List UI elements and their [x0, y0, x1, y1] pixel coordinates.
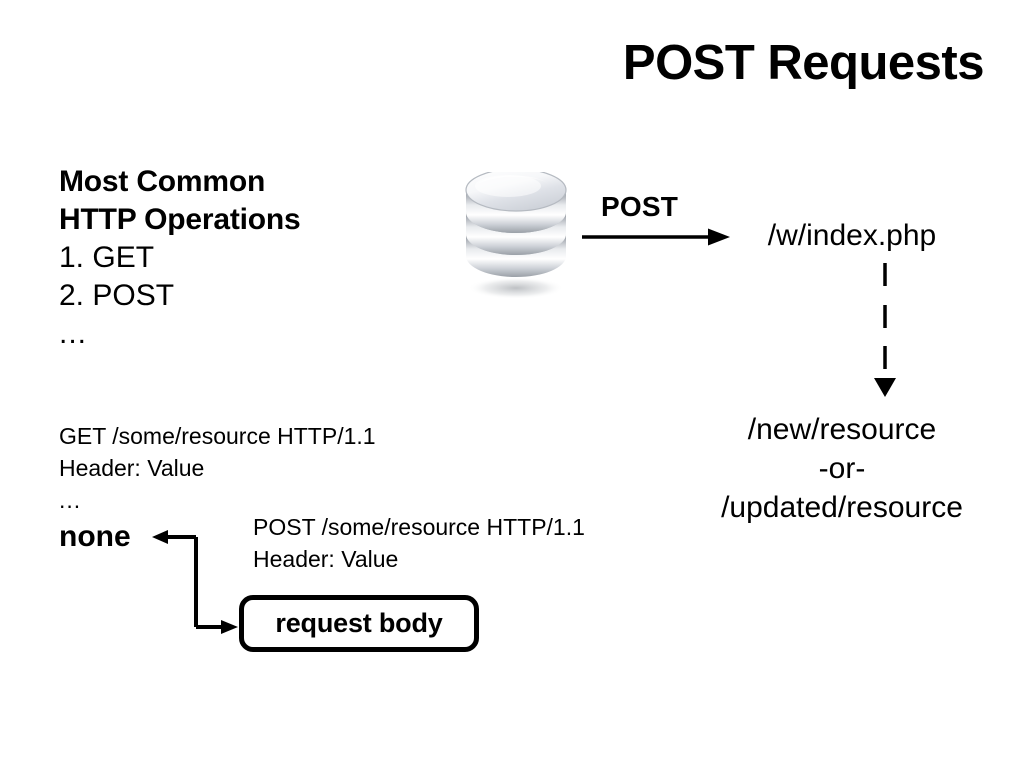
result-resource-block: /new/resource -or- /updated/resource	[672, 410, 1012, 527]
get-ellipsis: ...	[59, 487, 82, 513]
get-request-sample: GET /some/resource HTTP/1.1 Header: Valu…	[59, 420, 459, 516]
database-cylinder-icon	[465, 172, 567, 299]
bracket-connector-icon	[152, 530, 238, 634]
result-updated-resource: /updated/resource	[721, 491, 963, 524]
arrow-right-icon	[582, 228, 730, 246]
operations-item-post: 2. POST	[59, 279, 175, 312]
http-operations-block: Most Common HTTP Operations 1. GET 2. PO…	[59, 163, 439, 353]
endpoint-label: /w/index.php	[767, 219, 937, 252]
get-header-line: Header: Value	[59, 455, 205, 481]
operations-item-get: 1. GET	[59, 241, 155, 274]
request-body-label: request body	[275, 608, 443, 638]
operations-ellipsis: ...	[59, 317, 88, 350]
post-method-label: POST	[601, 191, 679, 222]
arrow-down-dashed-icon	[874, 263, 896, 397]
post-request-sample: POST /some/resource HTTP/1.1 Header: Val…	[253, 511, 653, 575]
get-request-line: GET /some/resource HTTP/1.1	[59, 423, 376, 449]
operations-heading-line2: HTTP Operations	[59, 203, 301, 236]
result-or-separator: -or-	[818, 452, 866, 485]
get-body-none-label: none	[59, 520, 131, 553]
post-request-line: POST /some/resource HTTP/1.1	[253, 514, 585, 540]
result-new-resource: /new/resource	[747, 413, 937, 446]
operations-heading-line1: Most Common	[59, 165, 266, 198]
post-header-line: Header: Value	[253, 546, 399, 572]
page-title: POST Requests	[622, 36, 985, 90]
request-body-box: request body	[239, 595, 479, 652]
